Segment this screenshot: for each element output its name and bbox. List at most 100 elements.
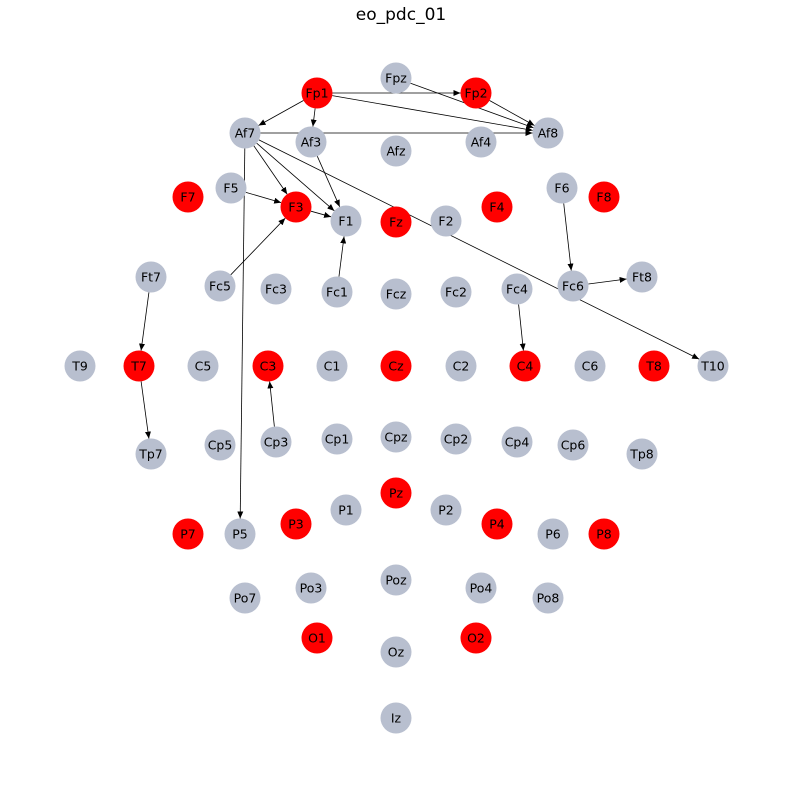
node-circle — [380, 636, 412, 668]
node-fc1: Fc1 — [321, 276, 353, 308]
node-cp2: Cp2 — [440, 423, 472, 455]
node-cp1: Cp1 — [321, 423, 353, 455]
node-circle — [295, 126, 327, 158]
node-label: P3 — [288, 517, 304, 532]
node-tp8: Tp8 — [626, 438, 658, 470]
node-circle — [330, 205, 362, 237]
edge-fp2-to-af8 — [489, 100, 535, 126]
node-circle — [460, 77, 492, 109]
node-circle — [537, 518, 569, 550]
node-circle — [301, 622, 333, 654]
edge-af3-to-f1 — [316, 156, 341, 207]
node-t9: T9 — [64, 350, 96, 382]
node-label: Cpz — [384, 430, 408, 445]
node-label: C3 — [260, 359, 277, 374]
node-cp4: Cp4 — [501, 426, 533, 458]
node-circle — [440, 423, 472, 455]
node-circle — [546, 172, 578, 204]
edge-af7-to-f1 — [256, 142, 335, 212]
node-circle — [588, 181, 620, 213]
node-fz: Fz — [380, 206, 412, 238]
node-label: C5 — [195, 359, 212, 374]
node-po8: Po8 — [532, 582, 564, 614]
node-c1: C1 — [316, 350, 348, 382]
node-circle — [380, 564, 412, 596]
edge-fc5-to-f3 — [230, 217, 286, 276]
node-label: P5 — [232, 527, 248, 542]
node-iz: Iz — [380, 702, 412, 734]
node-circle — [135, 438, 167, 470]
node-circle — [280, 508, 312, 540]
node-cp3: Cp3 — [260, 426, 292, 458]
node-circle — [557, 429, 589, 461]
node-p2: P2 — [430, 494, 462, 526]
node-label: F4 — [489, 200, 504, 215]
edge-fp1-to-af3 — [310, 108, 317, 127]
node-label: Af4 — [471, 135, 492, 150]
node-label: Cp4 — [505, 435, 530, 450]
node-circle — [380, 206, 412, 238]
node-circle — [215, 172, 247, 204]
node-circle — [697, 350, 729, 382]
node-label: Poz — [385, 573, 407, 588]
node-label: Fp1 — [305, 86, 328, 101]
node-label: O2 — [467, 631, 485, 646]
node-f6: F6 — [546, 172, 578, 204]
node-tp7: Tp7 — [135, 438, 167, 470]
node-oz: Oz — [380, 636, 412, 668]
node-o1: O1 — [301, 622, 333, 654]
node-cpz: Cpz — [380, 421, 412, 453]
node-circle — [224, 518, 256, 550]
node-poz: Poz — [380, 564, 412, 596]
node-label: C4 — [517, 359, 534, 374]
node-circle — [280, 191, 312, 223]
node-af7: Af7 — [229, 117, 261, 149]
node-circle — [260, 426, 292, 458]
node-c4: C4 — [509, 350, 541, 382]
node-label: Po8 — [537, 591, 560, 606]
node-circle — [64, 350, 96, 382]
node-c2: C2 — [445, 350, 477, 382]
node-af8: Af8 — [532, 117, 564, 149]
node-circle — [380, 421, 412, 453]
node-label: F3 — [288, 200, 303, 215]
node-circle — [445, 350, 477, 382]
node-label: P6 — [545, 527, 561, 542]
node-cp6: Cp6 — [557, 429, 589, 461]
node-fc5: Fc5 — [204, 270, 236, 302]
edge-af7-to-f3 — [253, 145, 288, 195]
node-circle — [172, 181, 204, 213]
node-label: Fc1 — [326, 285, 348, 300]
node-label: Afz — [386, 144, 406, 159]
node-label: Af8 — [538, 126, 559, 141]
node-fp2: Fp2 — [460, 77, 492, 109]
node-f2: F2 — [430, 205, 462, 237]
node-label: Fc4 — [506, 282, 528, 297]
node-label: Po7 — [234, 591, 257, 606]
edge-fc1-to-f1 — [338, 236, 347, 277]
node-label: T10 — [700, 359, 725, 374]
edge-ft7-to-t7 — [139, 292, 150, 351]
node-circle — [501, 273, 533, 305]
node-label: Po3 — [300, 581, 323, 596]
node-po4: Po4 — [465, 572, 497, 604]
node-label: F6 — [554, 181, 569, 196]
node-label: T7 — [130, 359, 147, 374]
node-c3: C3 — [252, 350, 284, 382]
node-label: Cp1 — [325, 432, 350, 447]
node-p6: P6 — [537, 518, 569, 550]
node-circle — [465, 126, 497, 158]
edge-f6-to-fc6 — [563, 203, 574, 271]
edge-fp1-to-af8 — [332, 95, 533, 133]
node-circle — [229, 117, 261, 149]
node-p5: P5 — [224, 518, 256, 550]
node-circle — [380, 350, 412, 382]
node-label: Oz — [388, 645, 405, 660]
node-circle — [465, 572, 497, 604]
node-circle — [532, 117, 564, 149]
figure-title: eo_pdc_01 — [356, 5, 446, 25]
node-fc2: Fc2 — [440, 276, 472, 308]
node-circle — [330, 494, 362, 526]
node-label: T9 — [71, 359, 88, 374]
